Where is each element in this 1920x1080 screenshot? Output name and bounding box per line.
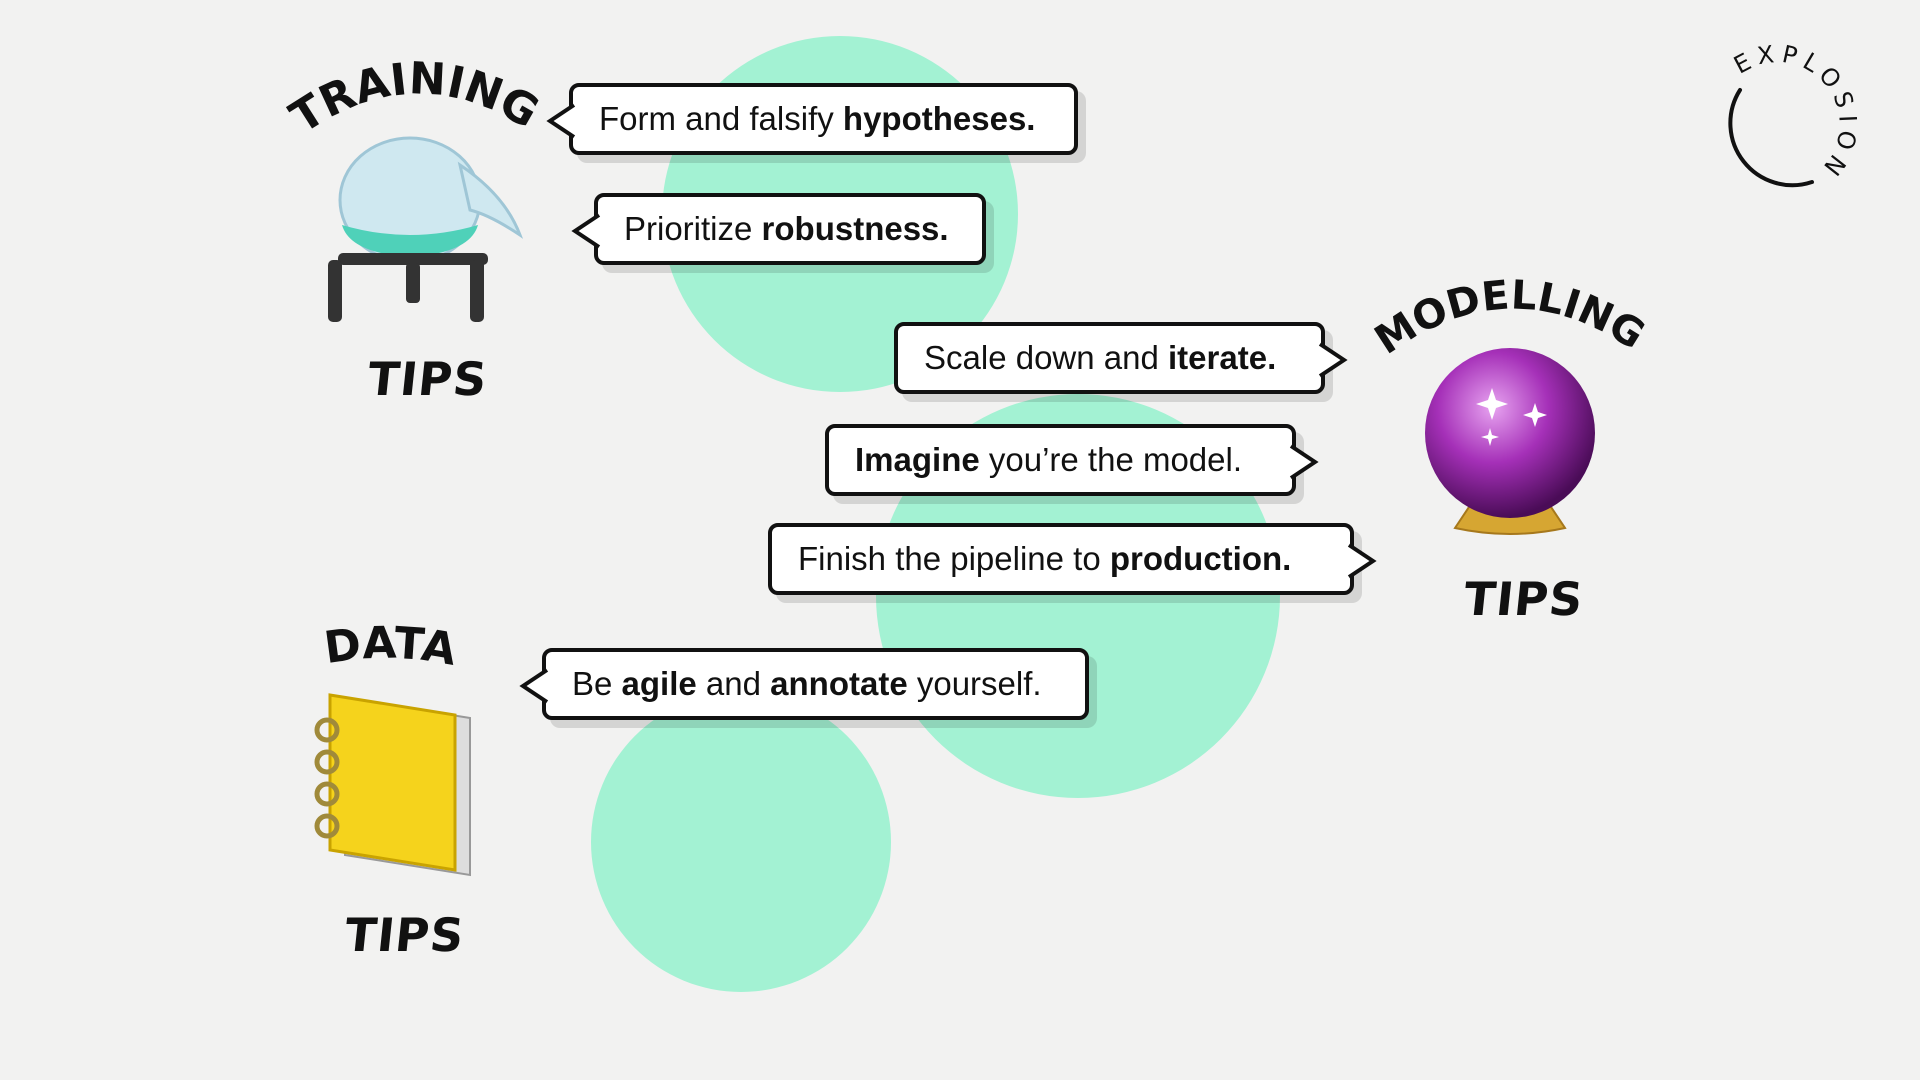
- notebook-icon: [314, 693, 471, 877]
- bubble-tail: [571, 213, 601, 249]
- tip-bubble-production: Finish the pipeline to production.: [768, 523, 1377, 595]
- bubble-text-bold: Imagine: [855, 441, 980, 478]
- bubble-text: Finish the pipeline to: [798, 540, 1110, 577]
- modelling-tips-label: TIPS: [1461, 572, 1587, 626]
- flask-icon: [328, 136, 524, 322]
- bubble-text-bold: hypotheses.: [842, 100, 1036, 137]
- bubble-text: you’re the model.: [979, 441, 1243, 478]
- bubble-tail: [1318, 342, 1348, 378]
- tip-bubble-robustness: Prioritize robustness.: [571, 193, 986, 265]
- bubble-text: Scale down and: [924, 339, 1169, 376]
- tip-bubble-iterate: Scale down and iterate.: [894, 322, 1348, 394]
- bubble-tail: [546, 103, 576, 139]
- logo-text: EXPLOSION: [1729, 39, 1856, 185]
- bubble-tail: [519, 668, 549, 704]
- data-tips-label: TIPS: [342, 908, 468, 962]
- bubble-text-bold: annotate: [770, 665, 908, 702]
- bubble-tail: [1347, 543, 1377, 579]
- svg-text:EXPLOSION: EXPLOSION: [1729, 39, 1862, 185]
- decor-circle: [591, 692, 891, 992]
- explosion-logo: EXPLOSION: [1728, 39, 1862, 188]
- tip-bubble-imagine: Imagine you’re the model.: [825, 424, 1319, 496]
- bubble-text-bold: iterate.: [1168, 339, 1277, 376]
- bubble-text-bold: production.: [1109, 540, 1292, 577]
- tip-bubble-annotate: Be agile and annotate yourself.: [519, 648, 1089, 720]
- data-heading: DATA: [321, 618, 460, 676]
- training-tips-label: TIPS: [365, 352, 491, 406]
- svg-text:DATA: DATA: [321, 618, 460, 676]
- crystal-ball-icon: [1425, 348, 1595, 535]
- bubble-text-bold: agile: [621, 665, 697, 702]
- bubble-tail: [1289, 444, 1319, 480]
- bubble-text: Form and falsify: [599, 100, 843, 137]
- bubble-text-bold: robustness.: [761, 210, 949, 247]
- modelling-heading: MODELLING: [1367, 272, 1653, 363]
- bubble-text: Be: [572, 665, 622, 702]
- bubble-text: Prioritize: [624, 210, 762, 247]
- bubble-text: and: [696, 665, 771, 702]
- training-heading: TRAINING: [282, 53, 548, 144]
- tip-bubble-hypotheses: Form and falsify hypotheses.: [546, 83, 1078, 155]
- bubble-text: yourself.: [907, 665, 1042, 702]
